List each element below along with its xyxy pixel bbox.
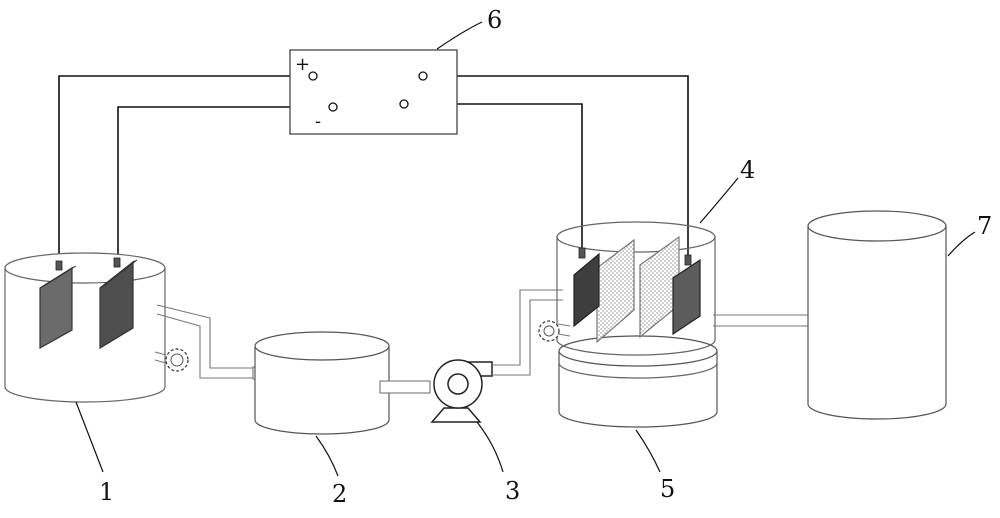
pump-base bbox=[430, 407, 482, 423]
leader-4 bbox=[699, 177, 739, 224]
wires bbox=[58, 75, 689, 263]
base-5 bbox=[558, 335, 718, 428]
cell-4-electrode-left bbox=[573, 252, 600, 328]
leader-6 bbox=[436, 21, 483, 50]
tank-1-body bbox=[4, 268, 166, 403]
cell-4-membrane-left bbox=[596, 238, 635, 344]
terminal-right-outer bbox=[418, 71, 428, 81]
aerator-1-icon bbox=[154, 348, 189, 372]
pump-3-icon bbox=[430, 359, 493, 423]
leader-3 bbox=[476, 421, 504, 473]
terminal-plus bbox=[308, 71, 318, 81]
label-6: 6 bbox=[487, 6, 502, 34]
wire-plus-to-tank1 bbox=[58, 75, 313, 263]
tank-2-top bbox=[254, 331, 390, 361]
aerator-2-icon bbox=[538, 320, 571, 342]
tank-1-electrode-right-top bbox=[99, 259, 138, 289]
tank-7-body bbox=[807, 226, 947, 420]
tank-7 bbox=[807, 210, 947, 420]
leader-2 bbox=[315, 435, 339, 477]
tank-1-top bbox=[4, 252, 166, 284]
terminal-right-inner bbox=[399, 99, 409, 109]
label-3: 3 bbox=[505, 477, 520, 505]
pipe-tank2-to-pump bbox=[379, 380, 431, 394]
leader-7 bbox=[947, 231, 976, 257]
label-5: 5 bbox=[660, 475, 675, 503]
number-labels: 1 2 3 5 4 6 7 bbox=[99, 6, 992, 508]
power-supply-box bbox=[289, 49, 458, 135]
pipe-pump-to-cell4 bbox=[492, 289, 563, 376]
pipe-tank1-to-tank2 bbox=[156, 304, 263, 379]
tank-7-top bbox=[807, 210, 947, 242]
pump-impeller bbox=[447, 373, 469, 395]
label-1: 1 bbox=[99, 478, 114, 506]
base-5-top bbox=[558, 335, 718, 367]
label-2: 2 bbox=[332, 480, 347, 508]
leader-1 bbox=[75, 401, 104, 473]
wire-minus-to-tank1 bbox=[117, 106, 333, 263]
tank-1 bbox=[4, 252, 166, 403]
base-5-body bbox=[558, 351, 718, 428]
leader-5 bbox=[635, 429, 661, 473]
tank-1-electrode-left-top bbox=[39, 265, 77, 289]
cell-4 bbox=[556, 221, 716, 356]
cell-4-body bbox=[556, 237, 716, 356]
cell-4-top bbox=[556, 221, 716, 253]
terminal-minus bbox=[328, 102, 338, 112]
wire-right-inner-to-cell4 bbox=[404, 103, 583, 255]
plus-sign: + bbox=[295, 54, 310, 75]
tank-2 bbox=[254, 331, 390, 435]
tank-2-body bbox=[254, 346, 390, 435]
pipe-cell4-to-tank7 bbox=[713, 311, 820, 330]
label-4: 4 bbox=[740, 156, 755, 184]
label-7: 7 bbox=[977, 212, 992, 240]
wire-right-outer-to-cell4 bbox=[423, 75, 689, 262]
minus-sign: - bbox=[315, 111, 321, 132]
cell-4-electrode-right bbox=[672, 258, 701, 336]
power-supply: + - bbox=[289, 49, 458, 135]
leader-lines bbox=[75, 21, 976, 477]
